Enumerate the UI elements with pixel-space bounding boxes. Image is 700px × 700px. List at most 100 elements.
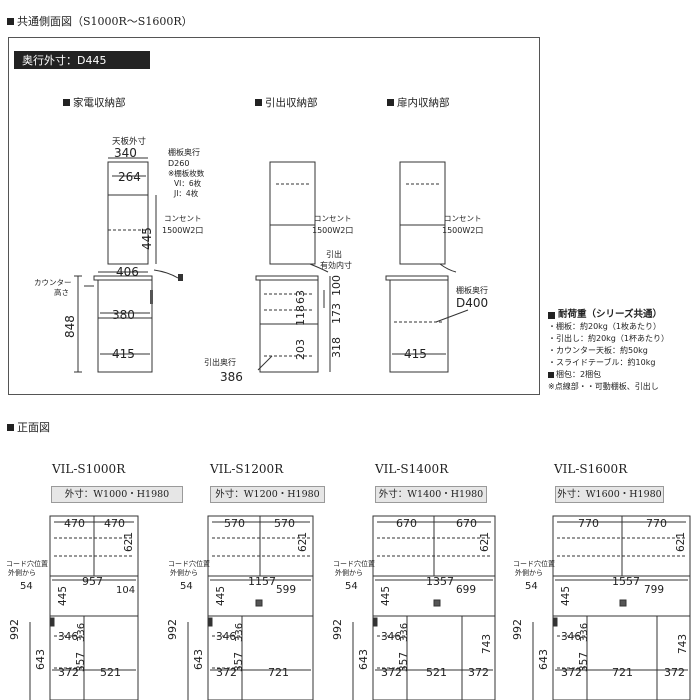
- dim-top-right: 770: [646, 517, 667, 530]
- dim-621: 621: [123, 532, 135, 552]
- dim-top-left: 570: [224, 517, 245, 530]
- dim-173: 173: [330, 303, 343, 324]
- dim-415: 415: [112, 347, 135, 361]
- outlet-capacity-3: 1500W2口: [442, 226, 483, 235]
- shelf-count-note: ※棚板枚数: [168, 168, 205, 178]
- dim-bottom-left: 372: [561, 666, 582, 679]
- dim-621: 621: [479, 532, 491, 552]
- dim-346: 346: [561, 631, 581, 643]
- dim-357: 357: [578, 652, 590, 672]
- dim-445: 445: [140, 227, 154, 250]
- dim-336: 336: [399, 623, 410, 642]
- dim-445: 445: [380, 586, 392, 606]
- side-view-drawings: 天板外寸 340 棚板奥行 D260 ※棚板枚数 VI：6枚 JI：4枚 264…: [34, 136, 488, 384]
- dotted-line-note: ※点線部・・可動棚板、引出し: [548, 382, 659, 391]
- shelf-depth-value: D260: [168, 159, 189, 168]
- dim-d400: D400: [456, 296, 488, 310]
- drawer-depth-label: 引出奥行: [204, 357, 236, 367]
- dim-bottom-right: 521: [100, 666, 121, 679]
- cord-hole-label: コード穴位置: [168, 559, 210, 568]
- dim-643: 643: [357, 649, 370, 670]
- pack-info: 梱包：2梱包: [548, 369, 698, 381]
- dim-slide: 104: [116, 585, 135, 596]
- dim-992: 992: [166, 619, 179, 640]
- spec-box: 外寸：W1400・H1980: [375, 486, 487, 503]
- dim-340: 340: [114, 146, 137, 160]
- dim-445: 445: [57, 586, 69, 606]
- outlet-label-3: コンセント: [444, 214, 482, 223]
- dim-643: 643: [34, 649, 47, 670]
- cord-hole-sub: 外側から: [8, 568, 36, 577]
- counter-label: カウンター: [34, 278, 72, 287]
- square-bullet-icon: [255, 99, 262, 106]
- dim-357: 357: [398, 652, 410, 672]
- outlet-capacity: 1500W2口: [162, 226, 203, 235]
- shelf-count-ji: JI：4枚: [173, 188, 199, 198]
- dim-386: 386: [220, 370, 243, 384]
- dim-203: 203: [294, 339, 307, 360]
- dim-top-right: 670: [456, 517, 477, 530]
- model-name: VIL-S1200R: [210, 462, 284, 476]
- square-bullet-icon: [7, 17, 14, 25]
- view-label-door: 扉内収納部: [387, 95, 450, 110]
- square-bullet-icon: [548, 311, 555, 319]
- dim-643: 643: [537, 649, 550, 670]
- dim-380: 380: [112, 308, 135, 322]
- depth-label: 奥行外寸：D445: [14, 51, 150, 69]
- dim-bottom-left: 372: [216, 666, 237, 679]
- dim-top-left: 670: [396, 517, 417, 530]
- dim-992: 992: [8, 619, 21, 640]
- dim-743: 743: [677, 634, 689, 654]
- side-view-drawer: コンセント 1500W2口 引出 有効内寸 100 63 118 173 203…: [204, 161, 353, 384]
- shelf-depth-label-3: 棚板奥行: [456, 285, 488, 295]
- dim-bottom-right: 721: [268, 666, 289, 679]
- dim-992: 992: [331, 619, 344, 640]
- dim-346: 346: [58, 631, 78, 643]
- dim-top-right: 470: [104, 517, 125, 530]
- cord-hole-dim: 54: [345, 581, 358, 592]
- cord-hole-sub: 外側から: [335, 568, 363, 577]
- dim-848: 848: [63, 315, 77, 338]
- square-bullet-icon: [63, 99, 70, 106]
- dim-406: 406: [116, 265, 139, 279]
- dim-445: 445: [560, 586, 572, 606]
- outlet-capacity-2: 1500W2口: [312, 226, 353, 235]
- load-capacity-box: 耐荷重（シリーズ共通） ・棚板：約20kg（1枚あたり） ・引出し：約20kg（…: [548, 309, 698, 393]
- load-item: ・棚板：約20kg（1枚あたり）: [548, 322, 661, 331]
- drawer-label: 引出: [326, 249, 342, 259]
- load-capacity-title: 耐荷重（シリーズ共通）: [548, 309, 698, 321]
- side-view-door: コンセント 1500W2口 棚板奥行 D400 415: [385, 161, 488, 373]
- dim-slide: 599: [276, 584, 296, 596]
- load-item: ・スライドテーブル：約10kg: [548, 358, 656, 367]
- dim-118: 118: [294, 305, 307, 326]
- dim-bottom-right: 372: [468, 666, 489, 679]
- view-label-drawer: 引出収納部: [255, 95, 318, 110]
- model-name: VIL-S1000R: [52, 462, 126, 476]
- cord-hole-label: コード穴位置: [333, 559, 375, 568]
- dim-top-right: 570: [274, 517, 295, 530]
- side-section-title: 共通側面図（S1000R〜S1600R）: [7, 13, 193, 29]
- dim-width: 1357: [426, 575, 454, 588]
- dim-336: 336: [234, 623, 245, 642]
- outlet-label: コンセント: [164, 214, 202, 223]
- dim-357: 357: [75, 652, 87, 672]
- dim-346: 346: [381, 631, 401, 643]
- spec-box: 外寸：W1000・H1980: [51, 486, 183, 503]
- cord-hole-label: コード穴位置: [513, 559, 555, 568]
- dim-slide: 699: [456, 584, 476, 596]
- load-item: ・引出し：約20kg（1杯あたり）: [548, 334, 669, 343]
- dim-992: 992: [511, 619, 524, 640]
- dim-336: 336: [76, 623, 87, 642]
- dim-621: 621: [675, 532, 687, 552]
- dim-743: 743: [481, 634, 493, 654]
- front-section-title: 正面図: [7, 419, 50, 435]
- shelf-depth-label: 棚板奥行: [168, 147, 200, 157]
- spec-box: 外寸：W1200・H1980: [210, 486, 325, 503]
- dim-width: 1157: [248, 575, 276, 588]
- dim-bottom-left: 372: [58, 666, 79, 679]
- model-name: VIL-S1400R: [375, 462, 449, 476]
- dim-63: 63: [294, 290, 307, 304]
- side-view-appliance: 天板外寸 340 棚板奥行 D260 ※棚板枚数 VI：6枚 JI：4枚 264…: [34, 136, 205, 373]
- dim-643: 643: [192, 649, 205, 670]
- spec-box: 外寸：W1600・H1980: [555, 486, 664, 503]
